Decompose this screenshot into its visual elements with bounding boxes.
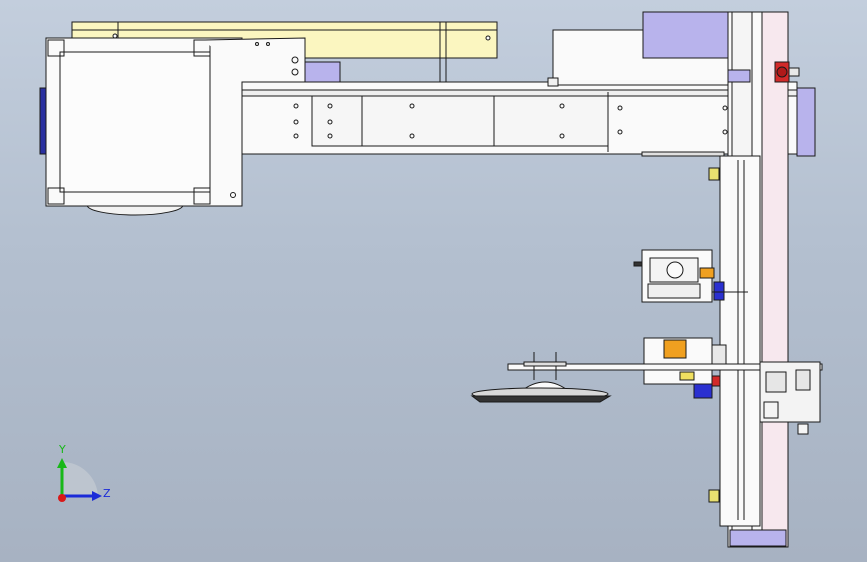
red-valve — [774, 61, 800, 83]
vertical-rail — [708, 155, 761, 527]
beam-end-cap — [796, 87, 816, 157]
z-axis-label: Z — [103, 487, 111, 500]
motor-block — [304, 61, 341, 83]
left-mount-plate — [39, 37, 306, 216]
y-axis-label: Y — [59, 443, 66, 456]
upper-gripper — [633, 249, 748, 303]
triad-graphic — [57, 458, 102, 502]
horizontal-arm — [507, 361, 823, 435]
orientation-triad[interactable]: Y Z — [40, 440, 120, 510]
lower-gripper — [643, 337, 727, 399]
suction-tooling — [470, 352, 612, 403]
origin-marker — [58, 494, 66, 502]
horizontal-beam — [241, 81, 798, 157]
